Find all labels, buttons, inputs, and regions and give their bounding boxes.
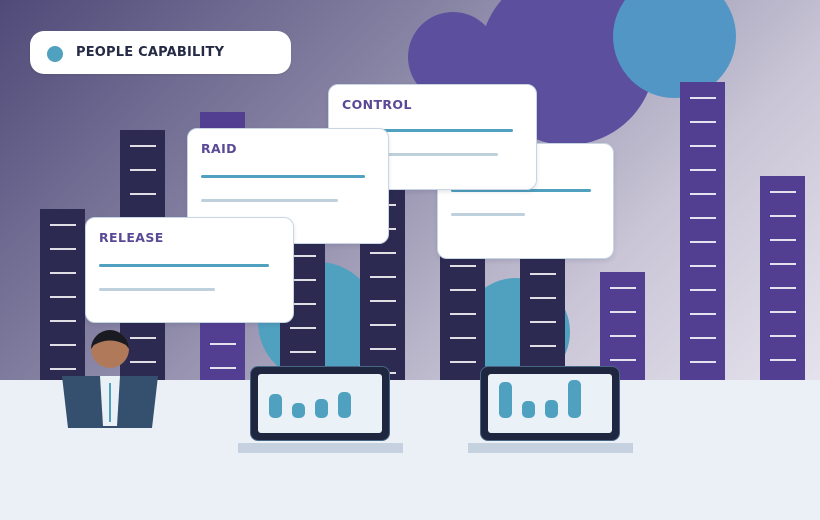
status-dot: [47, 46, 63, 62]
laptop-base: [238, 443, 403, 453]
card-title: RAID: [201, 141, 237, 156]
building: [600, 272, 645, 384]
people-capability-badge: PEOPLE CAPABILITY: [30, 31, 291, 74]
building: [520, 258, 565, 384]
building: [440, 240, 485, 384]
card-title: CONTROL: [342, 97, 412, 112]
laptop-screen: [488, 374, 612, 433]
laptop-left: [250, 366, 390, 441]
chart-bar: [315, 399, 328, 418]
chart-bar: [568, 380, 581, 418]
laptop-screen: [258, 374, 382, 433]
teal-sun: [613, 0, 736, 98]
building: [680, 82, 725, 384]
building: [760, 176, 805, 384]
chart-bar: [522, 401, 535, 418]
person-avatar: [60, 325, 160, 430]
release-card: RELEASE: [85, 217, 294, 323]
chart-bar: [338, 392, 351, 418]
person-icon: [62, 330, 158, 428]
chart-bar: [269, 394, 282, 418]
laptop-base: [468, 443, 633, 453]
card-title: RELEASE: [99, 230, 164, 245]
chart-bar: [292, 403, 305, 418]
chart-bar: [545, 400, 558, 418]
laptop-right: [480, 366, 620, 441]
badge-label: PEOPLE CAPABILITY: [76, 45, 225, 60]
building: [40, 209, 85, 384]
chart-bar: [499, 382, 512, 418]
